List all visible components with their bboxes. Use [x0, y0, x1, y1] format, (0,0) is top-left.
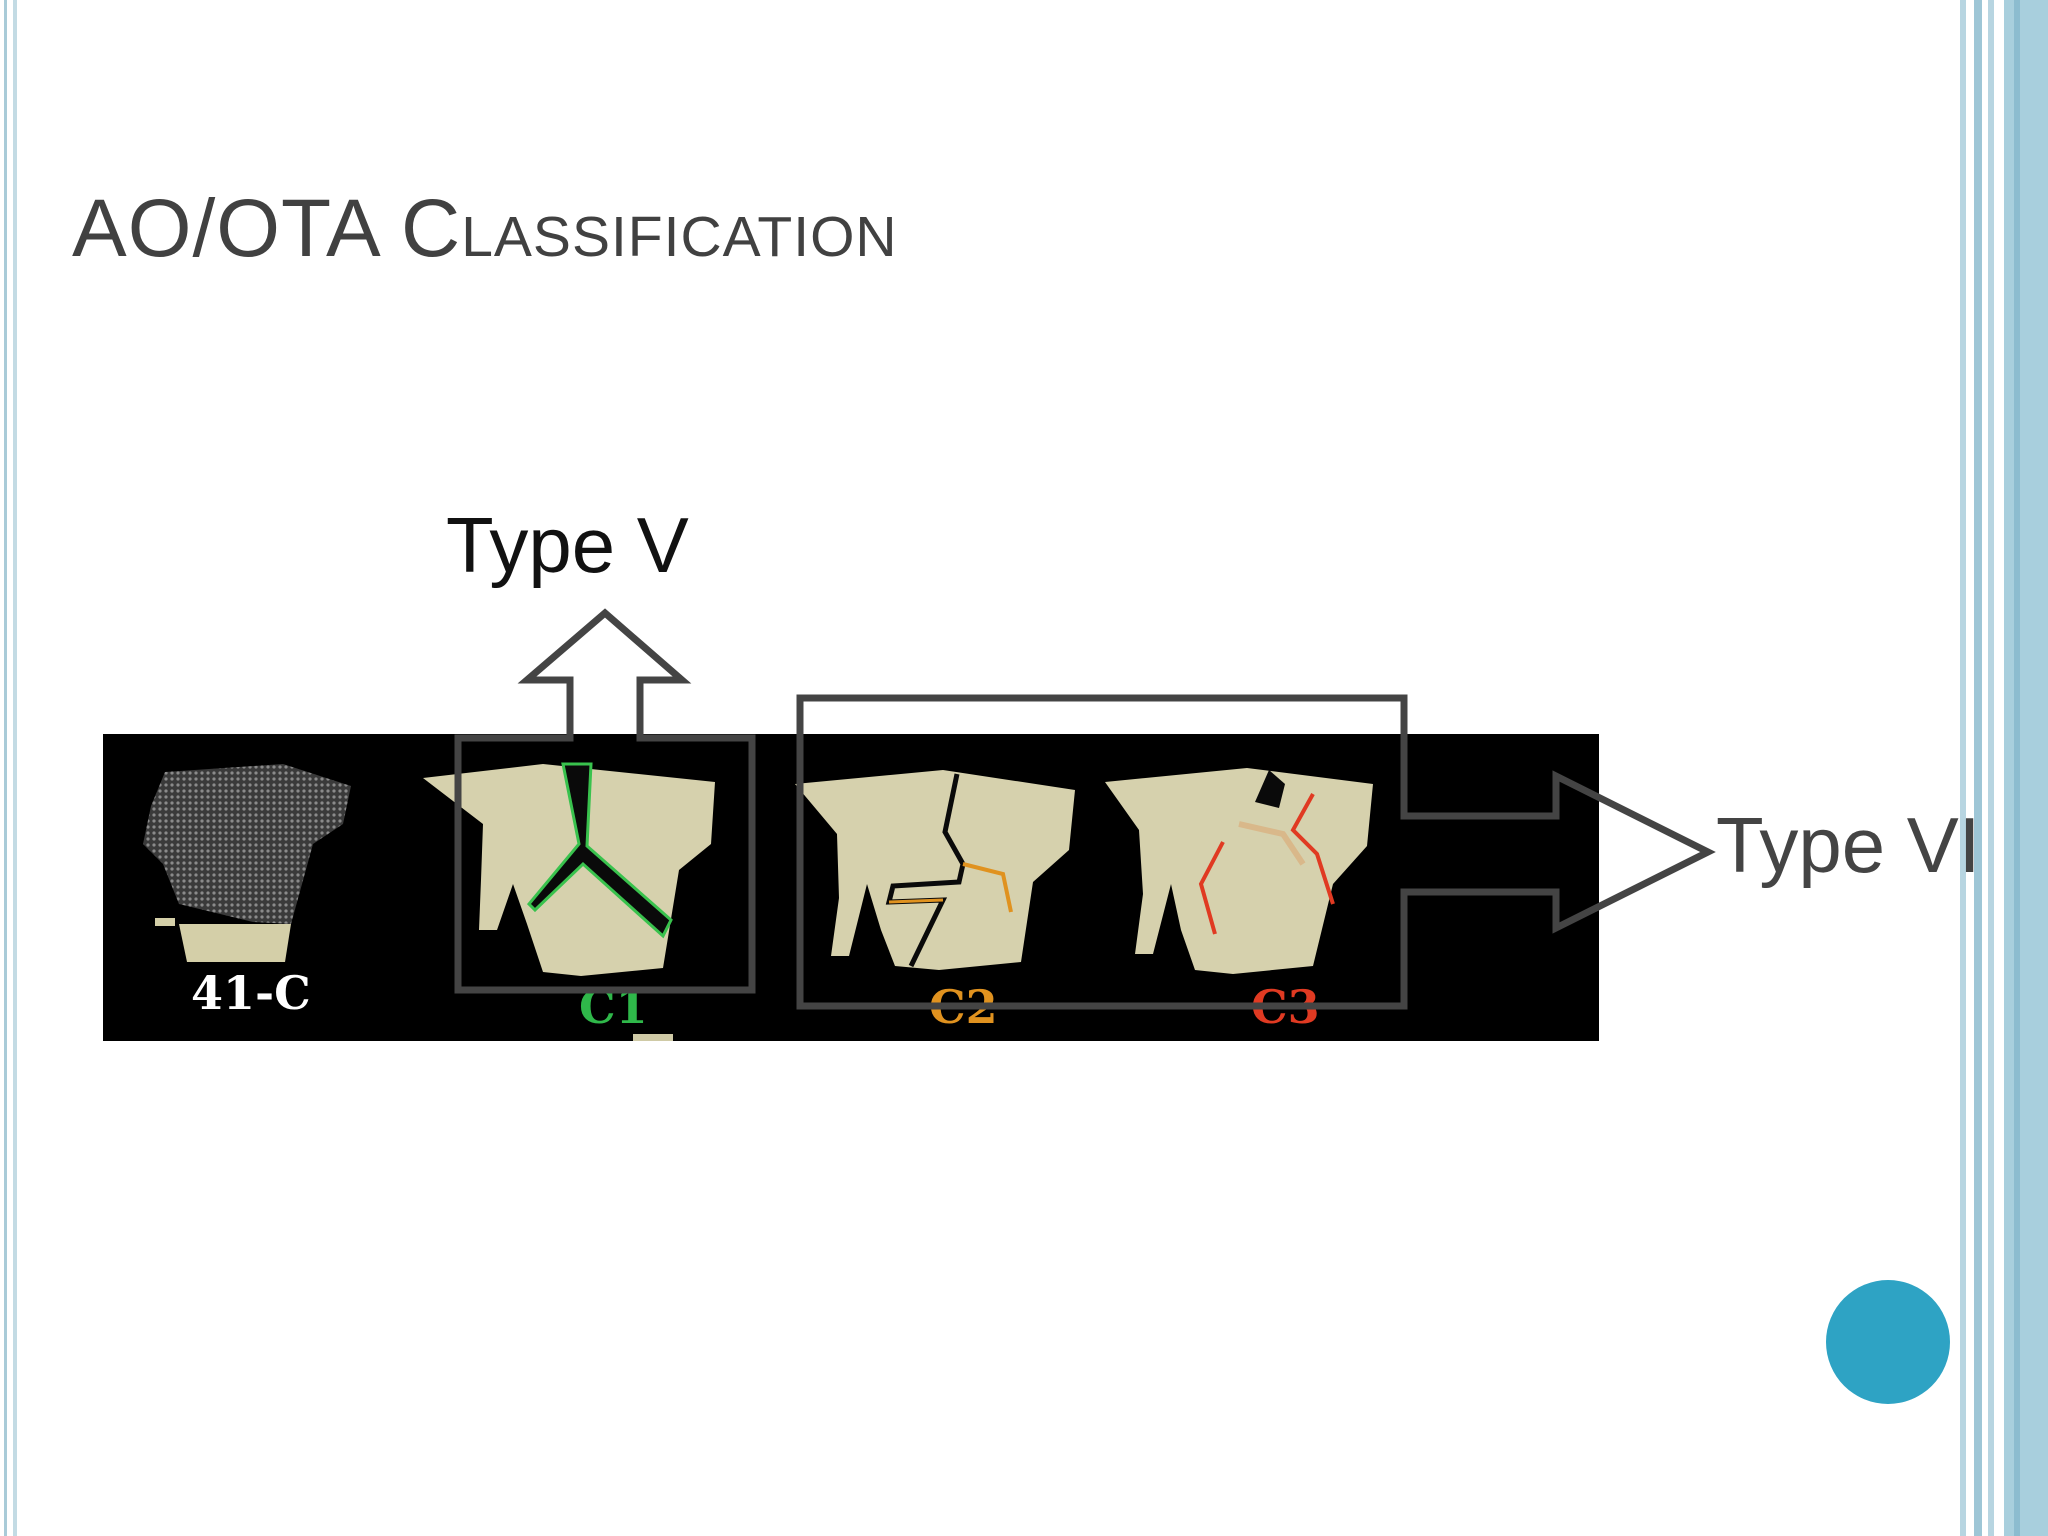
decorative-circle [1826, 1280, 1950, 1404]
fracture-classification-figure: 41-C C1 C2 C3 [103, 734, 1599, 1041]
bone-41c-image [143, 764, 351, 962]
label-c3: C3 [1251, 980, 1320, 1034]
label-c2: C2 [929, 980, 998, 1034]
slide-title: AO/OTA Classification [72, 183, 898, 274]
bone-c2-image [795, 770, 1075, 970]
label-41c: 41-C [191, 966, 311, 1020]
bone-c1-image [423, 762, 715, 976]
bone-illustrations [143, 762, 1373, 1041]
bone-c3-image [1105, 768, 1373, 974]
type-v-label: Type V [446, 501, 689, 589]
type-vi-label: Type VI [1716, 801, 1981, 889]
left-border-decoration [0, 0, 24, 1536]
label-c1: C1 [579, 980, 648, 1034]
right-border-decoration [1960, 0, 2048, 1536]
